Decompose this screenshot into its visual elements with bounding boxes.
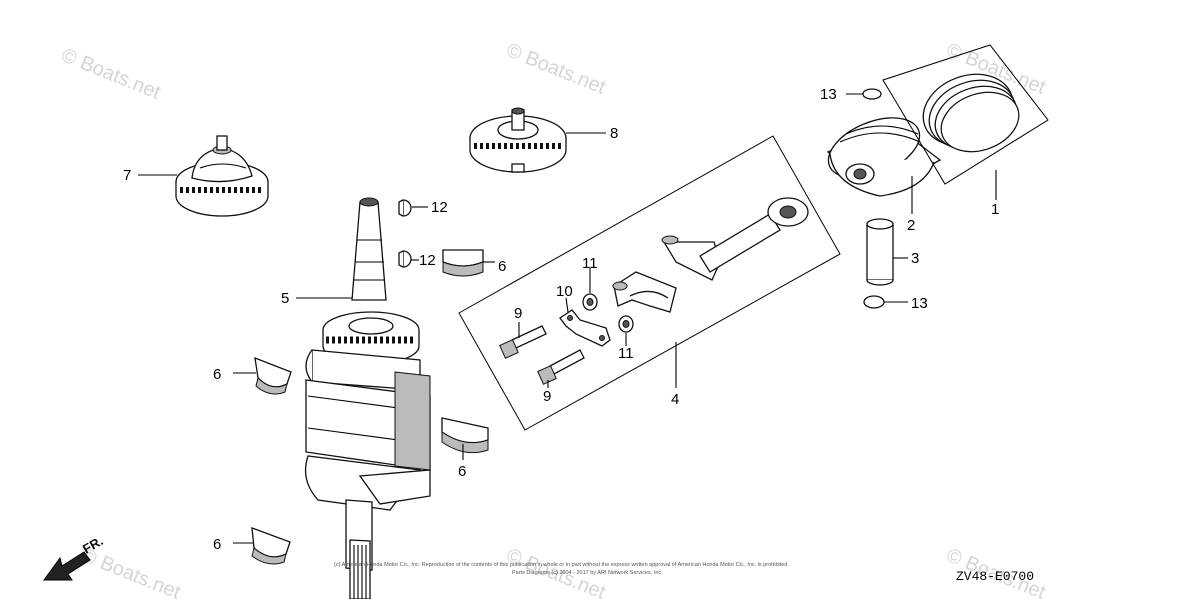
callout-13-upper[interactable]: 13 xyxy=(820,86,837,103)
callout-6-top[interactable]: 6 xyxy=(498,258,506,275)
part-9-bolt-lower[interactable] xyxy=(537,349,585,385)
callout-7[interactable]: 7 xyxy=(123,167,131,184)
part-10-lock-plate[interactable] xyxy=(559,309,611,347)
part-5-crankshaft[interactable] xyxy=(304,197,431,599)
callout-4[interactable]: 4 xyxy=(671,391,679,408)
part-11-washer-upper[interactable] xyxy=(582,293,598,311)
callout-9-lower[interactable]: 9 xyxy=(543,388,551,405)
part-8-cam-gear[interactable] xyxy=(469,107,567,173)
watermark: © Boats.net xyxy=(58,44,164,104)
part-13-clip-upper[interactable] xyxy=(862,88,882,100)
copyright-line-2: Parts Diagrams (c) 2004 - 2017 by ARI Ne… xyxy=(512,570,663,576)
watermark: © Boats.net xyxy=(503,39,609,99)
callout-6-left[interactable]: 6 xyxy=(213,366,221,383)
part-1-piston-rings[interactable] xyxy=(882,44,1049,185)
callout-8[interactable]: 8 xyxy=(610,125,618,142)
callout-1[interactable]: 1 xyxy=(991,201,999,218)
copyright-line-1: (c) American Honda Motor Co., Inc. Repro… xyxy=(334,562,789,568)
part-2-piston[interactable] xyxy=(820,106,942,197)
callout-2[interactable]: 2 xyxy=(907,217,915,234)
callout-12-upper[interactable]: 12 xyxy=(431,199,448,216)
callout-10[interactable]: 10 xyxy=(556,283,573,300)
part-13-clip-lower[interactable] xyxy=(863,295,885,309)
part-4-connecting-rod[interactable] xyxy=(661,197,809,281)
callout-3[interactable]: 3 xyxy=(911,250,919,267)
callout-13-lower[interactable]: 13 xyxy=(911,295,928,312)
diagram-code: ZV48-E0700 xyxy=(956,569,1034,584)
part-6-bearing-mid[interactable] xyxy=(441,417,489,454)
callout-6-bottom[interactable]: 6 xyxy=(213,536,221,553)
callout-11-lower[interactable]: 11 xyxy=(618,345,634,362)
part-4-connecting-rod-group[interactable] xyxy=(458,135,841,431)
part-9-bolt-upper[interactable] xyxy=(499,325,547,359)
callout-5[interactable]: 5 xyxy=(281,290,289,307)
part-11-washer-lower[interactable] xyxy=(618,315,634,333)
part-6-bearing-top[interactable] xyxy=(442,249,484,277)
part-7-governor-gear[interactable] xyxy=(175,135,269,217)
front-arrow-icon xyxy=(43,551,91,581)
callout-11-upper[interactable]: 11 xyxy=(582,255,598,272)
part-6-bearing-left[interactable] xyxy=(254,356,292,395)
callout-6-mid[interactable]: 6 xyxy=(458,463,466,480)
part-12-key-lower[interactable] xyxy=(398,250,412,268)
part-4-rod-cap[interactable] xyxy=(612,271,677,313)
part-12-key-upper[interactable] xyxy=(398,199,412,217)
callout-12-lower[interactable]: 12 xyxy=(419,252,436,269)
callout-9-upper[interactable]: 9 xyxy=(514,305,522,322)
part-3-piston-pin[interactable] xyxy=(866,218,894,286)
part-6-bearing-bottom[interactable] xyxy=(251,527,291,565)
